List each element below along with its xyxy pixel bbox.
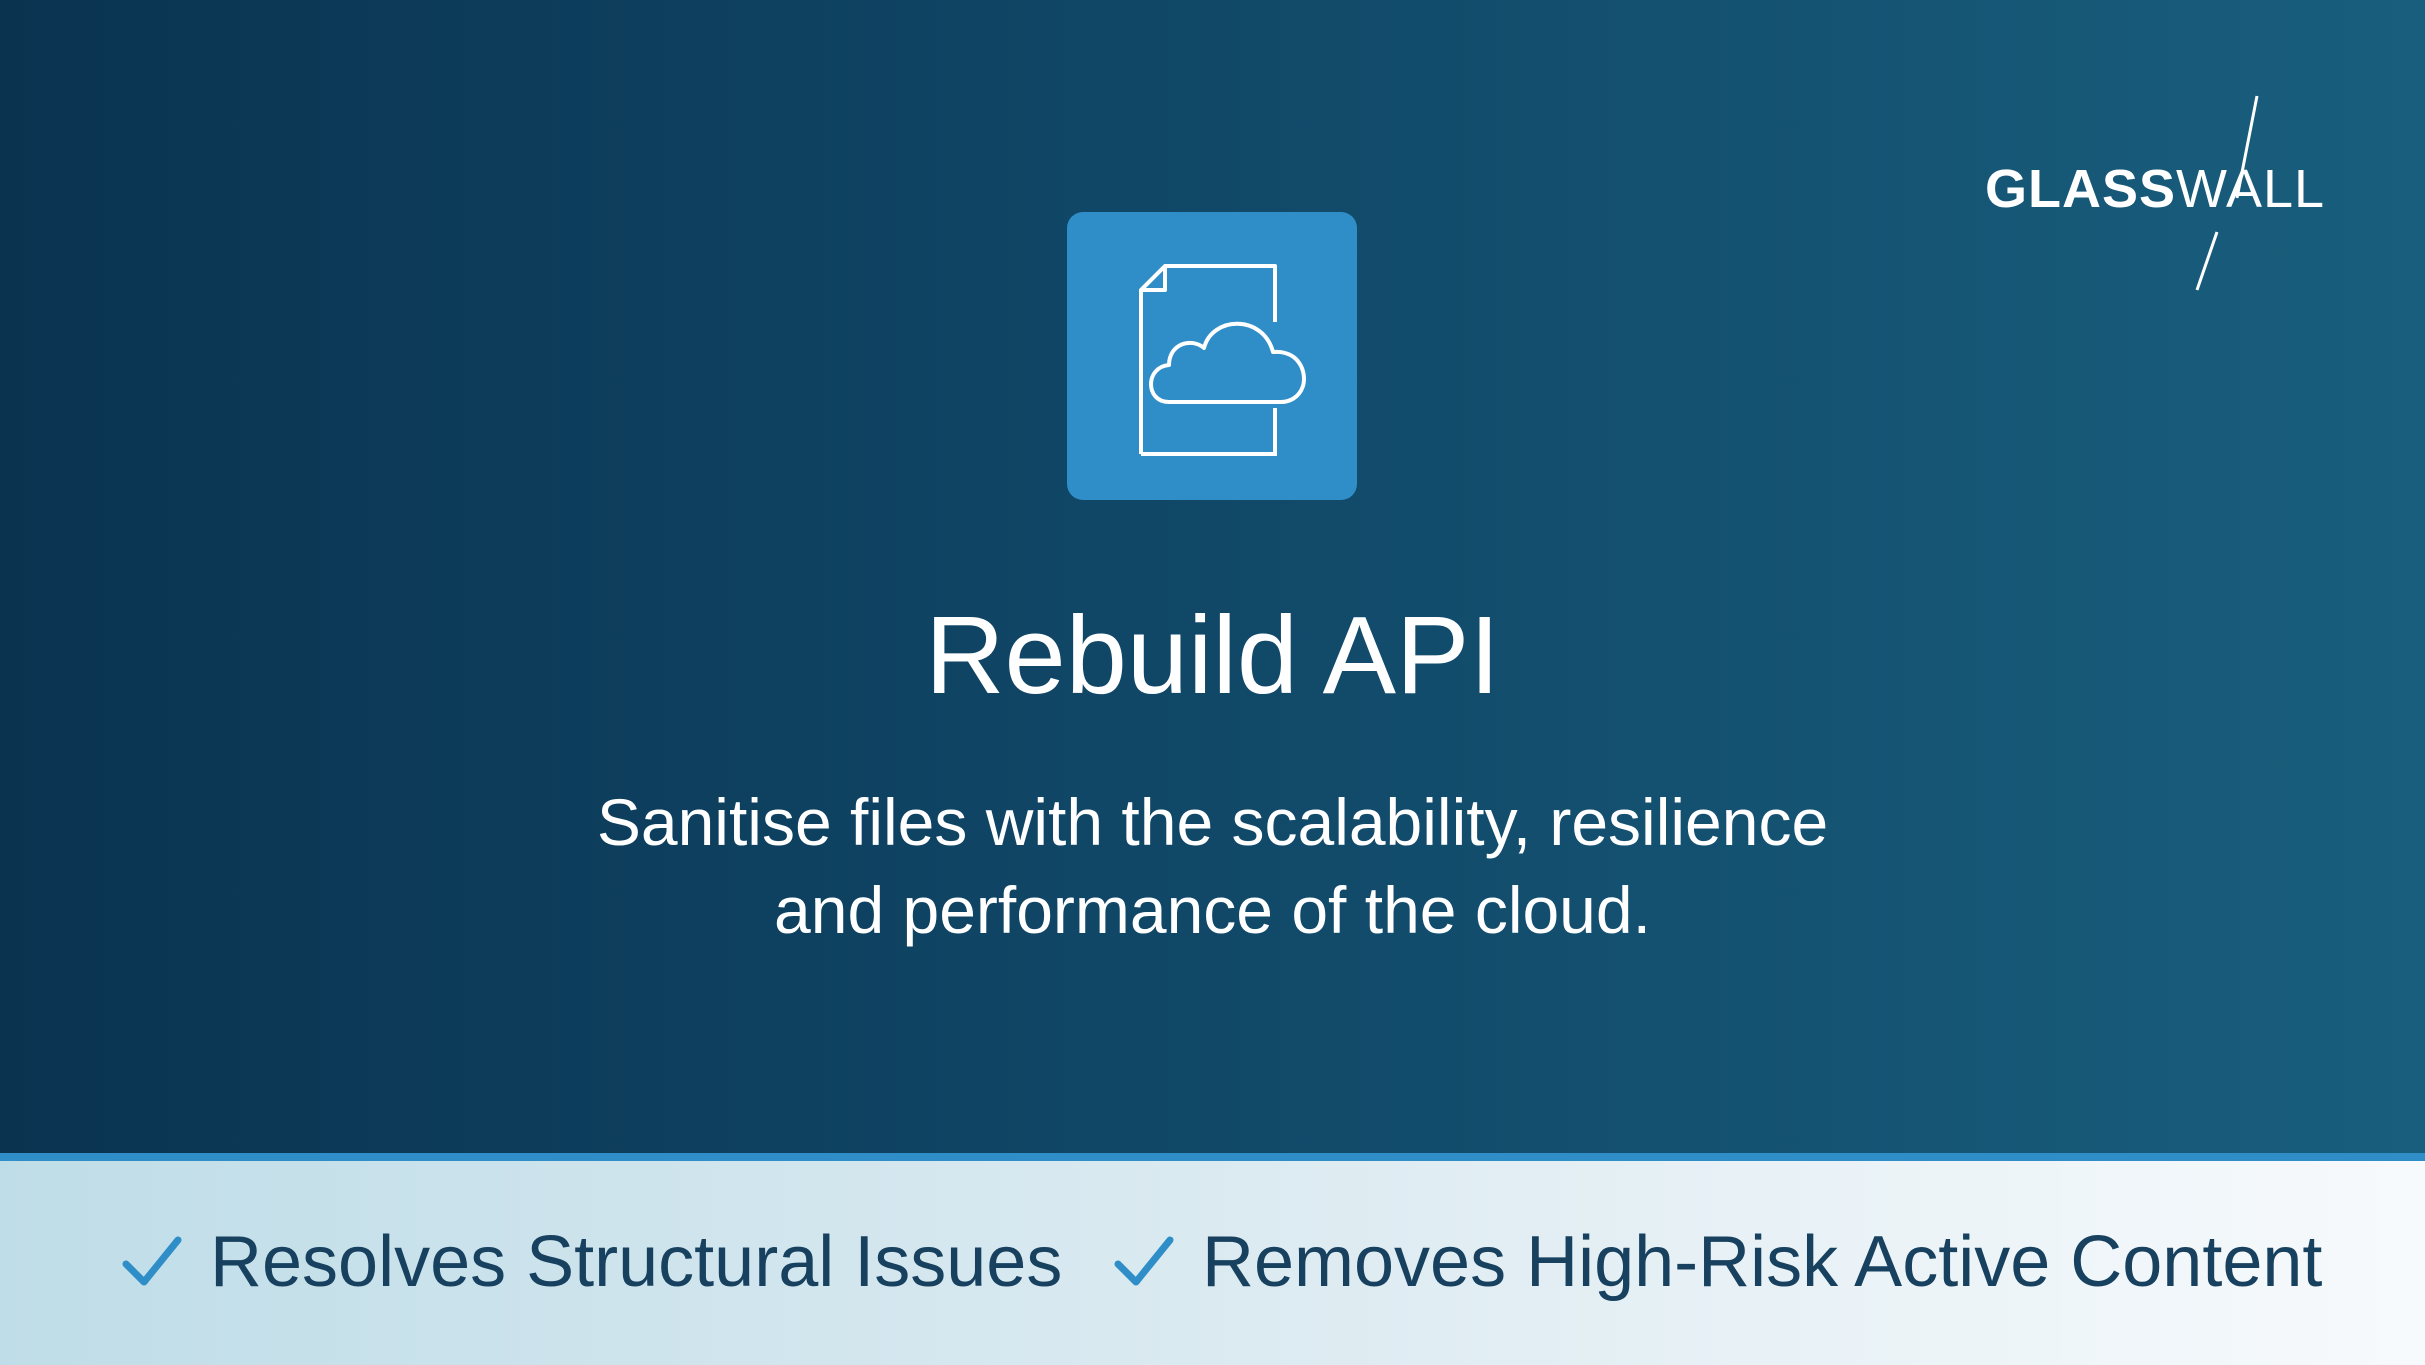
hero-banner: GLASSWALL Rebuild API Sanitise files wit… bbox=[0, 0, 2425, 1153]
document-cloud-icon bbox=[1067, 212, 1357, 500]
feature-label: Removes High-Risk Active Content bbox=[1202, 1222, 2323, 1302]
subtitle: Sanitise files with the scalability, res… bbox=[400, 778, 2025, 954]
subtitle-line: Sanitise files with the scalability, res… bbox=[596, 785, 1829, 859]
check-icon bbox=[1114, 1236, 1174, 1286]
check-icon bbox=[122, 1236, 182, 1286]
glasswall-logo: GLASSWALL bbox=[1985, 90, 2345, 300]
logo-text-wall: WALL bbox=[2176, 159, 2326, 219]
page-title: Rebuild API bbox=[925, 594, 1500, 717]
feature-item: Resolves Structural Issues bbox=[120, 1212, 1062, 1312]
accent-divider bbox=[0, 1153, 2425, 1161]
logo-wordmark: GLASSWALL bbox=[1985, 162, 2345, 216]
subtitle-line: and performance of the cloud. bbox=[774, 873, 1651, 947]
logo-text-glass: GLASS bbox=[1985, 159, 2177, 219]
feature-label: Resolves Structural Issues bbox=[210, 1222, 1063, 1302]
feature-item: Removes High-Risk Active Content bbox=[1112, 1212, 2322, 1312]
features-bar bbox=[0, 1161, 2425, 1365]
